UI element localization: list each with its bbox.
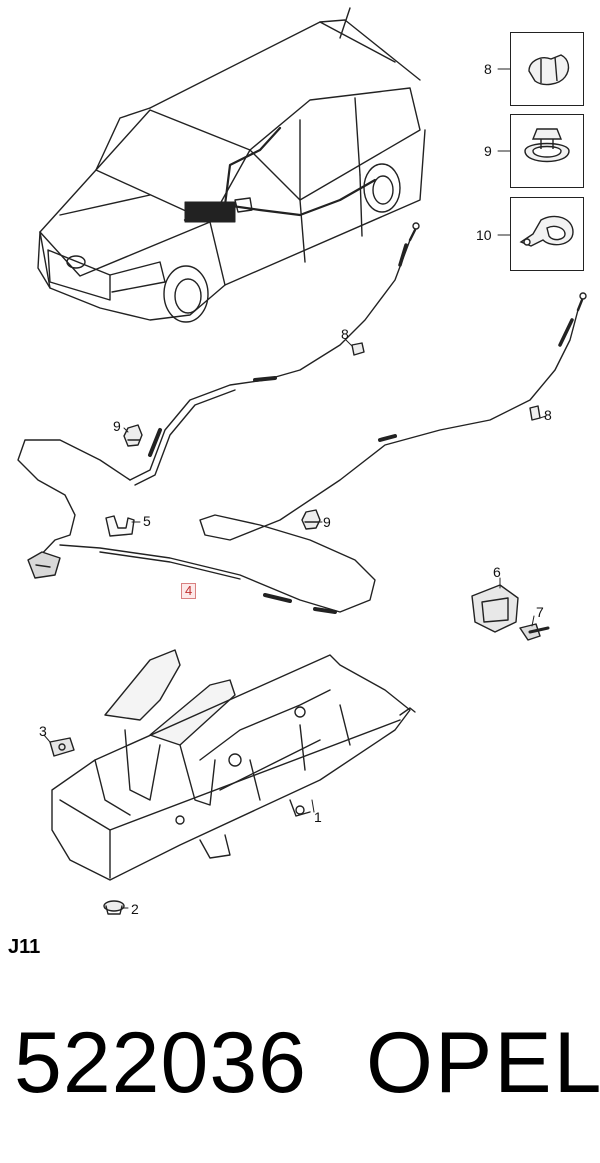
inset-box-9 bbox=[510, 114, 584, 188]
callout-9-left: 9 bbox=[113, 418, 121, 434]
clip-10-icon bbox=[519, 215, 574, 247]
parking-brake-cables bbox=[17, 222, 587, 614]
bracket-6 bbox=[471, 584, 519, 633]
callout-5: 5 bbox=[143, 513, 151, 529]
clip-9-icon bbox=[524, 128, 570, 163]
inset-box-8 bbox=[510, 32, 584, 106]
callout-2: 2 bbox=[131, 901, 139, 917]
clip-8-icon bbox=[528, 54, 570, 86]
bolt-7 bbox=[519, 623, 550, 641]
callout-1: 1 bbox=[314, 809, 322, 825]
part-number: 522036 bbox=[14, 1015, 307, 1111]
plug-2 bbox=[103, 900, 125, 915]
callout-7: 7 bbox=[536, 604, 544, 620]
clip-8-right bbox=[529, 405, 541, 421]
diagram-reference: J11 bbox=[8, 936, 41, 958]
clip-8-upper bbox=[351, 342, 365, 356]
nut-3 bbox=[49, 737, 75, 757]
callout-4: 4 bbox=[181, 583, 197, 599]
callout-9-inset: 9 bbox=[484, 143, 492, 159]
callout-9-right: 9 bbox=[323, 514, 331, 530]
vehicle-illustration bbox=[37, 7, 426, 323]
callout-3: 3 bbox=[39, 723, 47, 739]
callout-6: 6 bbox=[493, 564, 501, 580]
callout-8-right: 8 bbox=[544, 407, 552, 423]
inset-box-10 bbox=[510, 197, 584, 271]
callout-10-inset: 10 bbox=[476, 227, 492, 243]
brand-name: OPEL bbox=[366, 1015, 600, 1111]
leader-lines bbox=[43, 68, 547, 909]
callout-8-upper: 8 bbox=[341, 326, 349, 342]
clip-9-right bbox=[301, 509, 321, 530]
callout-8-inset: 8 bbox=[484, 61, 492, 77]
parking-brake-lever-assembly bbox=[51, 649, 416, 881]
guide-5 bbox=[105, 515, 135, 537]
clip-9-left bbox=[123, 424, 143, 447]
